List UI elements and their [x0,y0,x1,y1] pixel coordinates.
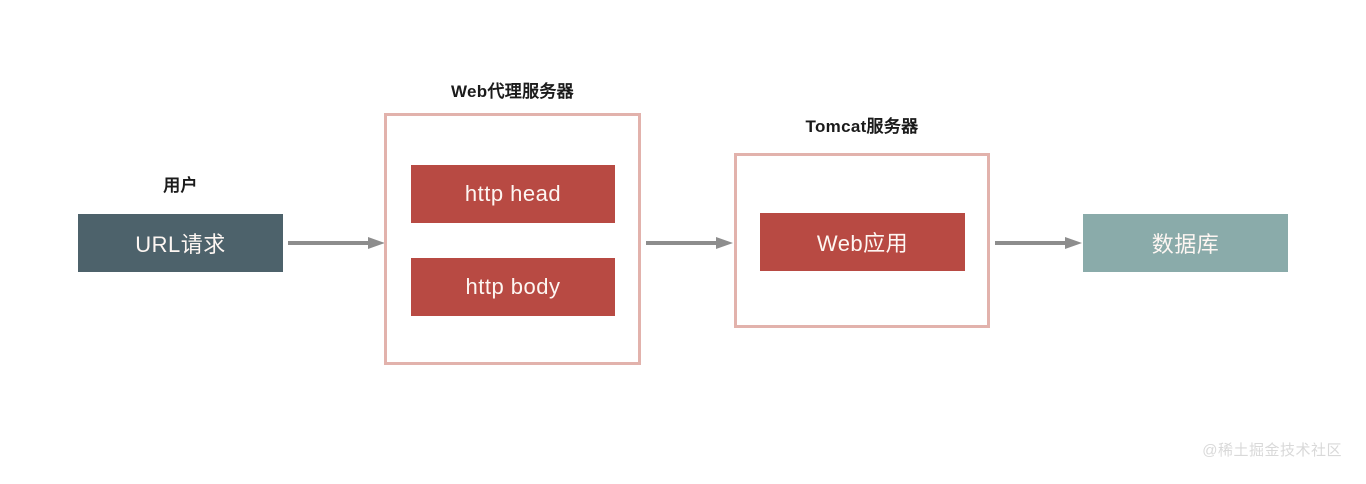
node-http-body[interactable]: http body [411,258,615,316]
watermark: @稀土掘金技术社区 [1202,442,1342,459]
node-http-head-label: http head [464,181,562,206]
tomcat-container-caption: Tomcat服务器 [805,117,919,136]
arrow-proxy-to-tomcat [646,237,733,249]
node-url-request[interactable]: URL请求 [78,214,283,272]
node-url-request-label: URL请求 [135,232,226,257]
node-web-app-label: Web应用 [816,231,909,256]
container-tomcat-server: Web应用 [734,153,990,328]
proxy-container-caption: Web代理服务器 [451,82,574,101]
user-label: 用户 [163,176,198,195]
arrow-tomcat-to-database [995,237,1082,249]
node-database[interactable]: 数据库 [1083,214,1288,272]
node-database-label: 数据库 [1151,232,1220,257]
container-web-proxy-server: http head http body [384,113,641,365]
node-http-body-label: http body [465,274,561,299]
node-http-head[interactable]: http head [411,165,615,223]
node-web-app[interactable]: Web应用 [760,213,965,271]
arrow-user-to-proxy [288,237,385,249]
